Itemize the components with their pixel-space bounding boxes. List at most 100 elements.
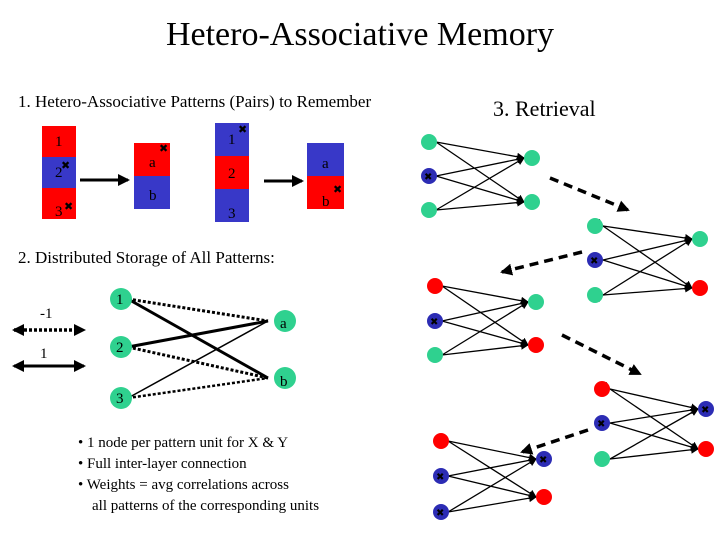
retrieval-node	[536, 489, 552, 505]
node-x1	[110, 288, 132, 310]
label-unit-3: 3	[228, 206, 236, 222]
legend-positive-label: 1	[40, 346, 48, 362]
weight-2-b	[127, 345, 269, 380]
weight-3-b	[127, 376, 269, 400]
pattern-pair-2: 1 2 3 ✖ a b ✖	[215, 123, 344, 222]
retrieval-node	[427, 347, 443, 363]
node-yb-label: b	[280, 374, 288, 390]
weight-1-b	[127, 297, 269, 380]
retrieval-node	[421, 202, 437, 218]
pattern-x1-unit-2	[42, 157, 76, 188]
retrieval-step-arrow	[500, 250, 583, 276]
note-line: • 1 node per pattern unit for X & Y	[78, 435, 289, 451]
retrieval-node	[433, 504, 449, 520]
retrieval-node	[587, 218, 603, 234]
retrieval-step-arrow	[549, 176, 630, 212]
retrieval-node	[692, 280, 708, 296]
cross-icon: ✖	[436, 508, 444, 519]
pattern-x2-unit-2	[215, 156, 249, 189]
retrieval-node	[587, 252, 603, 268]
cross-icon: ✖	[64, 201, 73, 213]
section-1-heading: 1. Hetero-Associative Patterns (Pairs) t…	[18, 92, 372, 111]
label-unit-3: 3	[55, 204, 63, 220]
label-unit-1: 1	[228, 132, 236, 148]
retrieval-node	[587, 287, 603, 303]
retrieval-node	[524, 194, 540, 210]
cross-icon: ✖	[539, 455, 547, 466]
note-line: all patterns of the corresponding units	[92, 498, 320, 514]
pattern-y2-unit-a	[307, 143, 344, 176]
label-unit-a: a	[322, 156, 329, 172]
cross-icon: ✖	[436, 472, 444, 483]
cross-icon: ✖	[597, 419, 605, 430]
retrieval-step-2: ✖	[587, 218, 708, 303]
retrieval-step-arrow	[520, 428, 589, 455]
pattern-y2-unit-b	[307, 176, 344, 209]
cross-icon: ✖	[701, 405, 709, 416]
weight-1-a	[127, 297, 269, 323]
cross-icon: ✖	[159, 143, 168, 155]
label-unit-2: 2	[228, 166, 236, 182]
retrieval-step-5: ✖ ✖ ✖	[433, 433, 552, 520]
node-ya	[274, 310, 296, 332]
note-line: • Full inter-layer connection	[78, 456, 247, 472]
storage-network: 1 2 3 a b	[110, 288, 296, 409]
retrieval-node	[528, 337, 544, 353]
retrieval-node	[594, 381, 610, 397]
cross-icon: ✖	[238, 124, 247, 136]
cross-icon: ✖	[590, 256, 598, 267]
label-unit-b: b	[322, 194, 330, 210]
retrieval-node	[421, 134, 437, 150]
retrieval-node	[528, 294, 544, 310]
label-unit-b: b	[149, 188, 157, 204]
label-unit-2: 2	[55, 165, 63, 181]
retrieval-node	[433, 468, 449, 484]
note-line: • Weights = avg correlations across	[78, 477, 289, 493]
cross-icon: ✖	[430, 317, 438, 328]
retrieval-node	[427, 278, 443, 294]
retrieval-node	[421, 168, 437, 184]
node-yb	[274, 367, 296, 389]
pattern-x1-unit-3	[42, 188, 76, 219]
retrieval-node	[524, 150, 540, 166]
pattern-y1-unit-a	[134, 143, 170, 176]
retrieval-step-4: ✖ ✖	[594, 381, 714, 467]
node-x1-label: 1	[116, 292, 124, 308]
retrieval-step-arrow	[561, 333, 642, 376]
cross-icon: ✖	[424, 172, 432, 183]
legend-negative-label: -1	[40, 306, 53, 322]
retrieval-node	[433, 433, 449, 449]
pattern-x1-unit-1	[42, 126, 76, 157]
node-x2	[110, 336, 132, 358]
weight-2-a	[127, 319, 269, 349]
retrieval-node	[698, 401, 714, 417]
retrieval-node	[536, 451, 552, 467]
pattern-y1-unit-b	[134, 176, 170, 209]
retrieval-node	[698, 441, 714, 457]
pattern-x2-unit-3	[215, 189, 249, 222]
retrieval-node	[427, 313, 443, 329]
section-2-heading: 2. Distributed Storage of All Patterns:	[18, 248, 275, 267]
node-x2-label: 2	[116, 340, 124, 356]
storage-notes: • 1 node per pattern unit for X & Y • Fu…	[78, 433, 319, 517]
retrieval-node	[692, 231, 708, 247]
node-x3	[110, 387, 132, 409]
node-ya-label: a	[280, 316, 287, 332]
storage-legend: -1 1	[12, 306, 86, 372]
cross-icon: ✖	[333, 184, 342, 196]
section-3-heading: 3. Retrieval	[493, 96, 596, 121]
retrieval-node	[594, 415, 610, 431]
pattern-pair-1: 1 2 3 ✖ ✖ a b ✖	[42, 126, 170, 220]
retrieval-step-1: ✖	[421, 134, 540, 218]
node-x3-label: 3	[116, 391, 124, 407]
label-unit-a: a	[149, 155, 156, 171]
slide-title: Hetero-Associative Memory	[165, 16, 555, 53]
weight-3-a	[127, 320, 269, 399]
pattern-x2-unit-1	[215, 123, 249, 156]
cross-icon: ✖	[61, 160, 70, 172]
label-unit-1: 1	[55, 134, 63, 150]
retrieval-step-3: ✖	[427, 278, 544, 363]
retrieval-node	[594, 451, 610, 467]
